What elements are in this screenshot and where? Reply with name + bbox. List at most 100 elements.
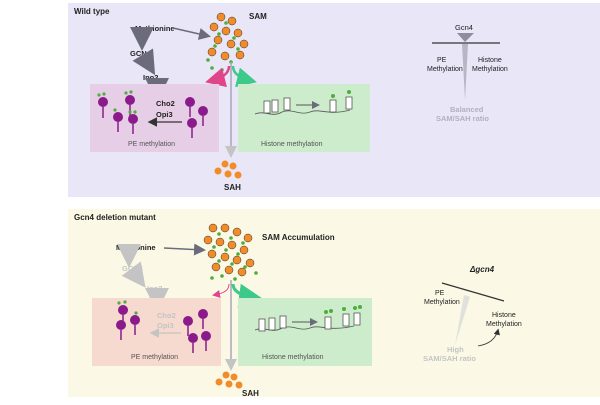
high-ratio-sub-label: SAM/SAH ratio [423, 354, 476, 363]
sam-to-pe-arrow [205, 65, 231, 88]
sah-molecule-icon [214, 167, 222, 175]
cho2-label: Cho2 [156, 99, 175, 108]
methyl-dot-icon [213, 44, 217, 48]
mutant-panel: Gcn4 deletion mutant Methionine GCN4 Ino… [68, 209, 600, 398]
sam-molecule-icon [239, 245, 249, 255]
sam-molecule-icon [208, 223, 218, 233]
sah-molecule-icon [235, 381, 243, 389]
balance-methylation-label: Methylation [472, 66, 508, 73]
histone-methylation-box [238, 84, 370, 152]
sam-molecule-icon [233, 28, 243, 38]
mutant-pe-methylation-label: PE methylation [131, 354, 178, 361]
mutant-balance-icon: Δgcn4 PE Methylation Histone Methylation [424, 265, 522, 347]
pe-lipid-icon [187, 118, 197, 128]
sah-cluster [214, 160, 242, 179]
sam-molecule-icon [209, 22, 219, 32]
mutant-sam-to-histone-arrow [231, 283, 263, 308]
pe-lipid-icon [198, 309, 208, 319]
methyl-dot-icon [210, 66, 214, 70]
sam-molecule-icon [220, 223, 230, 233]
sam-molecule-icon [221, 26, 231, 36]
pe-lipid-icon [188, 333, 198, 343]
sam-molecule-icon [235, 50, 245, 60]
methionine-label: Methionine [135, 24, 175, 33]
sah-molecule-icon [229, 162, 237, 170]
mutant-title: Gcn4 deletion mutant [74, 213, 156, 222]
sam-accumulation-label: SAM Accumulation [262, 233, 335, 242]
pe-lipid-icon [125, 95, 135, 105]
mutant-sah-cluster [215, 371, 243, 389]
pe-methylation-label: PE methylation [128, 141, 175, 148]
nucleosome-icon [263, 97, 291, 114]
methyl-dot-icon [220, 68, 224, 72]
pe-lipid-icon [113, 112, 123, 122]
methylated-nucleosome-icon [329, 90, 353, 113]
sah-molecule-icon [224, 170, 232, 178]
pe-lipid-icon [128, 114, 138, 124]
sam-molecules-cluster [206, 12, 249, 72]
sam-molecule-icon [220, 51, 230, 61]
sam-molecule-icon [203, 235, 213, 245]
opi3-label: Opi3 [156, 110, 173, 119]
pe-lipid-icon [198, 106, 208, 116]
pe-lipid-icon [130, 315, 140, 325]
mutant-balance-pe-methylation-label: Methylation [424, 299, 460, 306]
methyl-dot-icon [206, 58, 210, 62]
sam-to-histone-arrow [231, 65, 257, 88]
sah-molecule-icon [215, 378, 223, 386]
sam-molecule-icon [237, 267, 247, 277]
sam-molecule-icon [227, 16, 237, 26]
sah-molecule-icon [230, 373, 238, 381]
gcn4-to-ino2-arrow [132, 48, 156, 76]
sam-molecule-icon [207, 249, 217, 259]
tilt-arrow [477, 328, 500, 347]
methyl-dot-icon [217, 32, 221, 36]
pe-lipid-icon [98, 97, 108, 107]
histone-methylation-label: Histone methylation [261, 141, 323, 148]
delta-gcn4-label: Δgcn4 [469, 265, 495, 274]
methyl-dot-icon [232, 36, 236, 40]
pe-lipid-icon [118, 305, 128, 315]
gcn4-label: GCN4 [130, 49, 152, 58]
sam-molecule-icon [227, 240, 237, 250]
sam-molecule-icon [243, 233, 253, 243]
pe-lipid-icon [201, 331, 211, 341]
balance-histone-label: Histone [478, 57, 502, 64]
sam-molecule-icon [213, 35, 223, 45]
sah-molecule-icon [222, 371, 230, 379]
mutant-cho2-label: Cho2 [157, 311, 176, 320]
sam-molecule-icon [224, 265, 234, 275]
sah-molecule-icon [234, 171, 242, 179]
mutant-balance-methylation-label: Methylation [486, 321, 522, 328]
mutant-nucleosome-icon [258, 315, 287, 332]
dna-strand [254, 109, 351, 115]
balance-gcn4-label: Gcn4 [455, 23, 473, 32]
sam-molecule-icon [211, 262, 221, 272]
pe-lipid-icon [185, 97, 195, 107]
mutant-gcn4-label: GCN4 [122, 264, 144, 273]
methyl-dot-icon [224, 21, 228, 25]
mutant-balance-histone-label: Histone [492, 312, 516, 319]
mutant-sah-label: SAH [242, 389, 259, 398]
mutant-sam-to-pe-arrow [212, 283, 230, 298]
mutant-methionine-to-sam-arrow [163, 243, 206, 256]
mutant-methionine-label: Methionine [116, 243, 156, 252]
sam-molecule-icon [232, 255, 242, 265]
sah-label: SAH [224, 183, 241, 192]
sam-molecule-icon [245, 258, 255, 268]
mutant-histone-methylation-label: Histone methylation [262, 354, 324, 361]
wild-type-title: Wild type [74, 7, 110, 16]
ino2-label: Ino2 [143, 73, 158, 82]
mutant-methylated-nucleosome-icon [324, 305, 362, 330]
sam-molecule-icon [207, 47, 217, 57]
mutant-sam-cluster [203, 223, 258, 281]
sam-label: SAM [249, 12, 267, 21]
methyl-dot-icon [236, 47, 240, 51]
sah-molecule-icon [221, 160, 229, 168]
balanced-ratio-sub-label: SAM/SAH ratio [436, 114, 489, 123]
pe-lipids [97, 90, 208, 138]
high-ratio-label: High [447, 345, 464, 354]
mutant-balance-pe-label: PE [435, 290, 445, 297]
